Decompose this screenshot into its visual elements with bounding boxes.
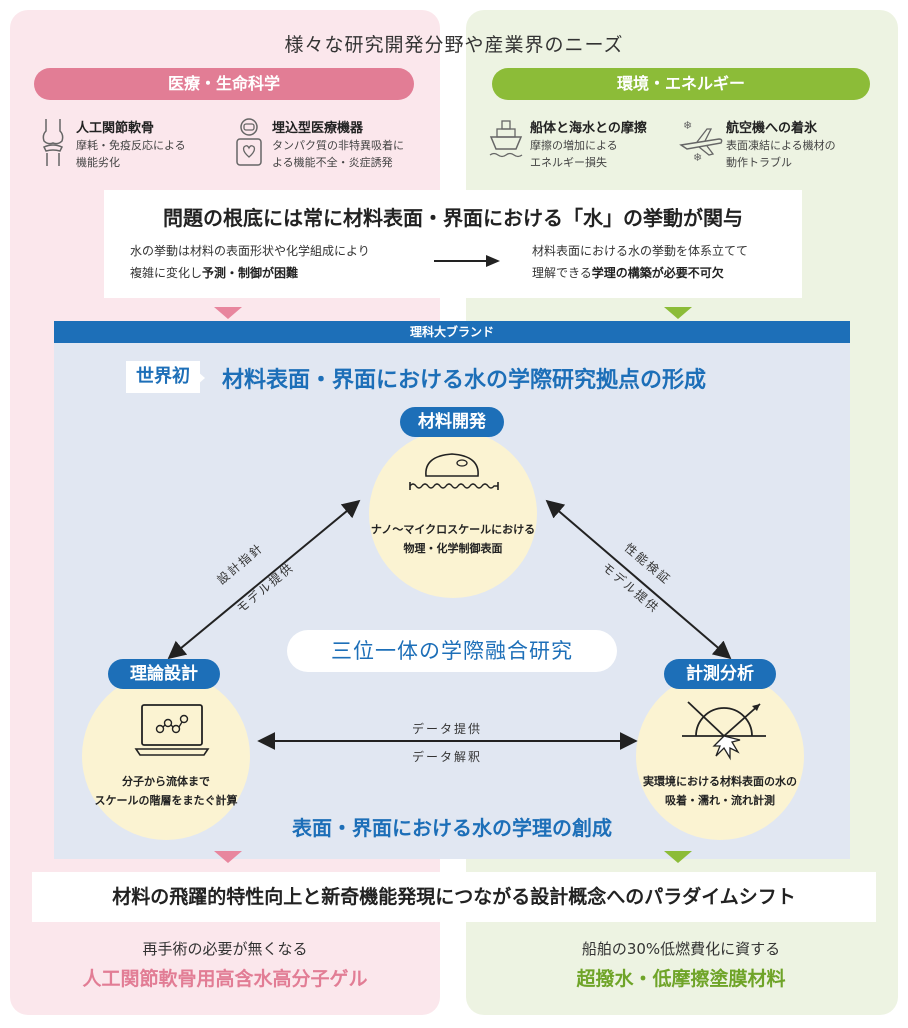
- svg-text:❄: ❄: [693, 151, 702, 164]
- brand-bottom-heading: 表面・界面における水の学理の創成: [292, 816, 612, 840]
- implant-device-icon: [236, 118, 262, 166]
- need-title: 船体と海水との摩擦: [530, 121, 647, 136]
- medical-field-label: 医療・生命科学: [34, 68, 414, 100]
- theory-node-description: 分子から流体まで スケールの階層をまたぐ計算: [94, 775, 238, 807]
- need-title: 航空機への着氷: [726, 121, 818, 136]
- brand-heading: 材料表面・界面における水の学際研究拠点の形成: [222, 368, 707, 393]
- paradigm-shift-banner: 材料の飛躍的特性向上と新奇機能発現につながる設計概念へのパラダイムシフト: [32, 872, 876, 922]
- arrow-material-measurement: [545, 499, 732, 660]
- environment-outcome-subtitle: 船舶の30%低燃費化に資する: [581, 940, 781, 958]
- problem-statement-box: 問題の根底には常に材料表面・界面における「水」の挙動が関与 水の挙動は材料の表面…: [104, 190, 802, 298]
- brand-panel: 理科大ブランド 世界初 材料表面・界面における水の学際研究拠点の形成 材料開発 …: [54, 321, 850, 859]
- pink-down-triangle-icon: [214, 851, 242, 863]
- knee-joint-icon: [42, 119, 64, 166]
- green-down-triangle-icon: [664, 851, 692, 863]
- pink-down-triangle-icon: [214, 307, 242, 319]
- badge-pointer-icon: [197, 371, 205, 385]
- measurement-node-description: 実環境における材料表面の水の 吸着・濡れ・流れ計測: [643, 775, 797, 807]
- problem-left-text: 水の挙動は材料の表面形状や化学組成により 複雑に変化し予測・制御が困難: [130, 244, 370, 280]
- problem-right-text: 材料表面における水の挙動を体系立てて 理解できる学理の構築が必要不可欠: [532, 244, 749, 280]
- svg-text:❄: ❄: [683, 119, 692, 132]
- right-arrow-icon: [434, 255, 500, 267]
- ship-icon: [489, 120, 523, 158]
- medical-outcome-subtitle: 再手術の必要が無くなる: [142, 940, 308, 958]
- theory-node-label: 理論設計: [108, 659, 220, 689]
- need-description: 摩擦の増加による エネルギー損失: [530, 139, 618, 169]
- theory-node-circle: [82, 672, 250, 840]
- brand-bar: 理科大ブランド: [54, 321, 850, 343]
- center-concept-pill: 三位一体の学際融合研究: [287, 630, 617, 672]
- arrow-material-theory: [167, 499, 361, 660]
- need-description: 摩耗・免疫反応による 機能劣化: [76, 139, 186, 169]
- medical-outcome-title: 人工関節軟骨用高含水高分子ゲル: [82, 968, 368, 990]
- airplane-icing-icon: ❄ ❄: [679, 119, 723, 164]
- material-node-description: ナノ〜マイクロスケールにおける 物理・化学制御表面: [370, 523, 536, 555]
- measurement-node-label: 計測分析: [664, 659, 776, 689]
- need-description: 表面凍結による機材の 動作トラブル: [726, 139, 836, 169]
- green-down-triangle-icon: [664, 307, 692, 319]
- droplet-on-surface-icon: [409, 453, 499, 490]
- need-description: タンパク質の非特異吸着に よる機能不全・炎症誘発: [272, 139, 404, 169]
- material-node-circle: [369, 430, 537, 598]
- world-first-badge: 世界初: [126, 361, 200, 393]
- environment-outcome-title: 超撥水・低摩擦塗膜材料: [576, 968, 786, 990]
- arrow-label-data-provision: データ提供: [412, 722, 483, 736]
- need-title: 人工関節軟骨: [76, 121, 155, 136]
- material-node-label: 材料開発: [400, 407, 504, 437]
- needs-title: 様々な研究開発分野や産業界のニーズ: [284, 34, 624, 56]
- measurement-node-circle: [636, 672, 804, 840]
- arrow-label-data-interpretation: データ解釈: [412, 750, 483, 764]
- laptop-molecule-icon: [134, 704, 210, 756]
- measurement-beam-icon: [682, 701, 766, 761]
- environment-field-label: 環境・エネルギー: [492, 68, 870, 100]
- problem-title: 問題の根底には常に材料表面・界面における「水」の挙動が関与: [163, 206, 743, 230]
- connector-arrows: [167, 499, 732, 750]
- need-title: 埋込型医療機器: [272, 121, 364, 136]
